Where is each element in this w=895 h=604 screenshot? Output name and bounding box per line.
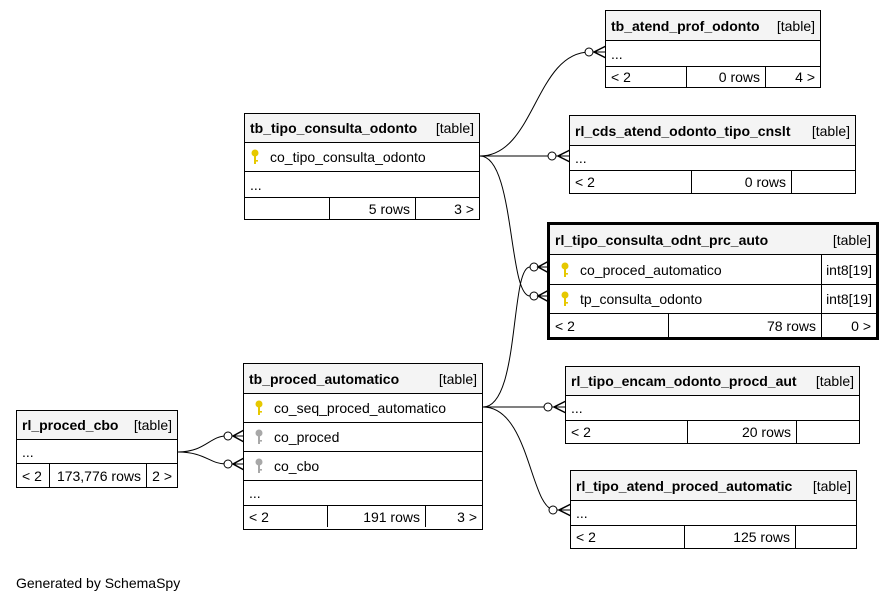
table-name: tb_tipo_consulta_odonto: [250, 120, 418, 136]
column-name: tp_consulta_odonto: [580, 291, 703, 307]
table-header: tb_atend_prof_odonto [table]: [606, 11, 820, 41]
children-count: 4 >: [795, 69, 815, 85]
column-name: co_cbo: [274, 458, 320, 474]
table-header: tb_tipo_consulta_odonto [table]: [245, 114, 479, 143]
row-count: 20 rows: [688, 421, 797, 443]
table-footer: < 2 191 rows 3 >: [244, 506, 482, 527]
row-count: 5 rows: [330, 198, 416, 219]
more-columns-row: ...: [570, 146, 855, 171]
column-name: co_tipo_consulta_odonto: [270, 149, 426, 165]
children-count: [792, 171, 855, 193]
table-name: rl_tipo_encam_odonto_procd_aut: [571, 373, 797, 389]
primary-key-icon: [561, 262, 569, 277]
more-columns-row: ...: [17, 440, 177, 464]
foreign-key-icon: [255, 458, 263, 473]
column-name: co_proced_automatico: [580, 261, 722, 278]
column-row[interactable]: co_proced_automatico int8[19]: [550, 255, 876, 285]
table-footer: < 2 20 rows: [566, 421, 859, 443]
table-tb-atend-prof-odonto[interactable]: tb_atend_prof_odonto [table] ... < 2 0 r…: [605, 10, 821, 88]
table-header: rl_cds_atend_odonto_tipo_cnslt [table]: [570, 116, 855, 146]
table-name: rl_proced_cbo: [22, 417, 119, 433]
row-count: 0 rows: [692, 171, 792, 193]
more-columns-row: ...: [566, 396, 859, 421]
table-rl-tipo-atend-proced-automatic[interactable]: rl_tipo_atend_proced_automatic [table] .…: [570, 470, 857, 549]
table-type: [table]: [811, 122, 850, 139]
table-rl-proced-cbo[interactable]: rl_proced_cbo [table] ... < 2 173,776 ro…: [16, 410, 178, 488]
table-rl-tipo-encam-odonto-procd-aut[interactable]: rl_tipo_encam_odonto_procd_aut [table] .…: [565, 366, 860, 444]
table-type: [table]: [776, 17, 815, 34]
column-row[interactable]: co_cbo: [244, 452, 482, 481]
table-tb-tipo-consulta-odonto[interactable]: tb_tipo_consulta_odonto [table] co_tipo_…: [244, 113, 480, 220]
more-columns-row: ...: [244, 481, 482, 506]
children-count: [797, 421, 859, 443]
parents-count: < 2: [570, 171, 692, 193]
more-columns-row: ...: [606, 41, 820, 67]
table-footer: < 2 0 rows 4 >: [606, 67, 820, 87]
primary-key-icon: [255, 400, 263, 415]
table-footer: < 2 0 rows: [570, 171, 855, 193]
more-columns-row: ...: [571, 501, 856, 526]
parents-count: < 2: [550, 314, 669, 337]
table-header: rl_proced_cbo [table]: [17, 411, 177, 440]
table-footer: < 2 78 rows 0 >: [550, 314, 876, 337]
children-count: 0 >: [851, 317, 871, 334]
table-name: rl_tipo_atend_proced_automatic: [576, 477, 793, 494]
table-type: [table]: [438, 370, 477, 387]
children-count: [796, 526, 856, 548]
column-name: co_seq_proced_automatico: [274, 400, 447, 416]
parents-count: [245, 198, 330, 219]
column-row[interactable]: tp_consulta_odonto int8[19]: [550, 285, 876, 314]
table-type: [table]: [812, 477, 851, 494]
row-count: 125 rows: [685, 526, 796, 548]
parents-count: < 2: [244, 506, 328, 527]
row-count: 191 rows: [328, 506, 426, 527]
parents-count: < 2: [606, 67, 687, 87]
table-rl-tipo-consulta-odnt-prc-auto[interactable]: rl_tipo_consulta_odnt_prc_auto [table] c…: [547, 222, 879, 340]
primary-key-icon: [251, 149, 259, 164]
table-rl-cds-atend-odonto-tipo-cnslt[interactable]: rl_cds_atend_odonto_tipo_cnslt [table] .…: [569, 115, 856, 194]
table-header: rl_tipo_encam_odonto_procd_aut [table]: [566, 367, 859, 396]
children-count: 3 >: [457, 508, 477, 525]
column-type: int8[19]: [821, 285, 876, 313]
table-header: rl_tipo_atend_proced_automatic [table]: [571, 471, 856, 501]
primary-key-icon: [561, 291, 569, 306]
table-footer: < 2 173,776 rows 2 >: [17, 464, 177, 487]
foreign-key-icon: [255, 429, 263, 444]
table-footer: < 2 125 rows: [571, 526, 856, 548]
column-type: int8[19]: [821, 255, 876, 284]
table-type: [table]: [435, 120, 474, 136]
parents-count: < 2: [17, 464, 50, 487]
table-footer: 5 rows 3 >: [245, 198, 479, 219]
column-row[interactable]: co_seq_proced_automatico: [244, 394, 482, 423]
table-type: [table]: [832, 231, 871, 248]
row-count: 78 rows: [669, 314, 822, 337]
more-columns-row: ...: [245, 172, 479, 198]
row-count: 173,776 rows: [50, 464, 147, 487]
children-count: 3 >: [454, 200, 474, 217]
column-row[interactable]: co_tipo_consulta_odonto: [245, 143, 479, 172]
parents-count: < 2: [566, 421, 688, 443]
generated-by-label: Generated by SchemaSpy: [16, 575, 181, 591]
table-type: [table]: [815, 373, 854, 389]
table-type: [table]: [133, 417, 172, 433]
table-name: rl_tipo_consulta_odnt_prc_auto: [555, 231, 769, 248]
column-row[interactable]: co_proced: [244, 423, 482, 452]
table-name: tb_proced_automatico: [249, 370, 400, 387]
table-name: rl_cds_atend_odonto_tipo_cnslt: [575, 122, 791, 139]
table-name: tb_atend_prof_odonto: [611, 17, 760, 34]
column-name: co_proced: [274, 429, 340, 445]
children-count: 2 >: [152, 467, 172, 484]
table-header: rl_tipo_consulta_odnt_prc_auto [table]: [550, 225, 876, 255]
parents-count: < 2: [571, 526, 685, 548]
table-tb-proced-automatico[interactable]: tb_proced_automatico [table] co_seq_proc…: [243, 363, 483, 530]
table-header: tb_proced_automatico [table]: [244, 364, 482, 394]
row-count: 0 rows: [687, 67, 766, 87]
